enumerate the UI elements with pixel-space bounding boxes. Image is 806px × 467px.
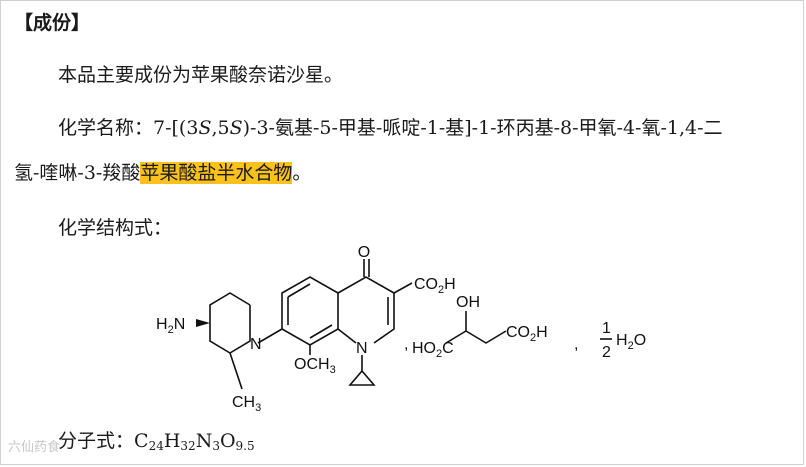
formula-count: 32: [180, 439, 196, 453]
watermark: 六仙药食: [8, 440, 61, 455]
methoxy-label: OCH3: [294, 356, 336, 376]
section-heading: 【成份】: [14, 12, 91, 34]
main-component-paragraph: 本品主要成份为苹果酸奈诺沙星。: [58, 64, 344, 86]
formula-element: O: [219, 430, 236, 452]
chemical-name-part: )-3-氨基-5-甲基-哌啶-1-基]-1-环丙基-8-甲氧-4-氧-1,4-二: [242, 117, 723, 139]
chemical-name-part: 7-[(3: [153, 117, 199, 139]
molecular-formula: 分子式：C24H32N3O9.5: [58, 428, 255, 459]
formula-count: 24: [148, 439, 164, 453]
separator-comma: ,: [404, 336, 408, 353]
oxo-label: O: [358, 245, 370, 261]
chemical-name-part: ,5: [211, 117, 230, 139]
structure-label: 化学结构式：: [58, 217, 173, 239]
stereo-descriptor: S: [229, 117, 243, 139]
amine-label: H2N: [156, 316, 185, 336]
piperidine-n-label: N: [250, 336, 262, 353]
bond-lines: [209, 259, 612, 390]
formula-count: 3: [212, 439, 220, 453]
quinoline-n-label: N: [356, 340, 368, 357]
water-label: H2O: [616, 332, 646, 352]
chemical-name-part: 。: [292, 162, 312, 184]
formula-count: 9.5: [235, 439, 255, 453]
carboxyl-label: CO2H: [414, 276, 456, 296]
chemical-name-label: 化学名称：: [58, 117, 154, 139]
formula-element: N: [195, 430, 213, 452]
chemical-name-line-1: 化学名称：7-[(3S,5S)-3-氨基-5-甲基-哌啶-1-基]-1-环丙基-…: [58, 115, 723, 141]
malic-carboxyl-left: HO2C: [412, 340, 454, 360]
formula-label: 分子式：: [58, 430, 135, 452]
hydroxyl-label: OH: [456, 294, 480, 311]
chemical-name-part: 氢-喹啉-3-羧酸: [14, 162, 141, 184]
formula-element: C: [134, 430, 149, 452]
stereo-descriptor: S: [198, 117, 212, 139]
chemical-structure-diagram: O CO2H H2N N N OCH3 CH3 , HO2C OH CO2H ,…: [156, 245, 646, 414]
formula-element: H: [163, 430, 181, 452]
separator-comma: ,: [574, 336, 578, 353]
chemical-name-line-2: 氢-喹啉-3-羧酸苹果酸盐半水合物。: [14, 160, 311, 186]
stereo-wedge: [196, 319, 210, 327]
malic-carboxyl-right: CO2H: [506, 324, 548, 344]
methyl-label: CH3: [232, 394, 261, 414]
highlighted-text: 苹果酸盐半水合物: [140, 162, 293, 184]
fraction-denominator: 2: [602, 344, 611, 361]
fraction-numerator: 1: [602, 320, 611, 337]
